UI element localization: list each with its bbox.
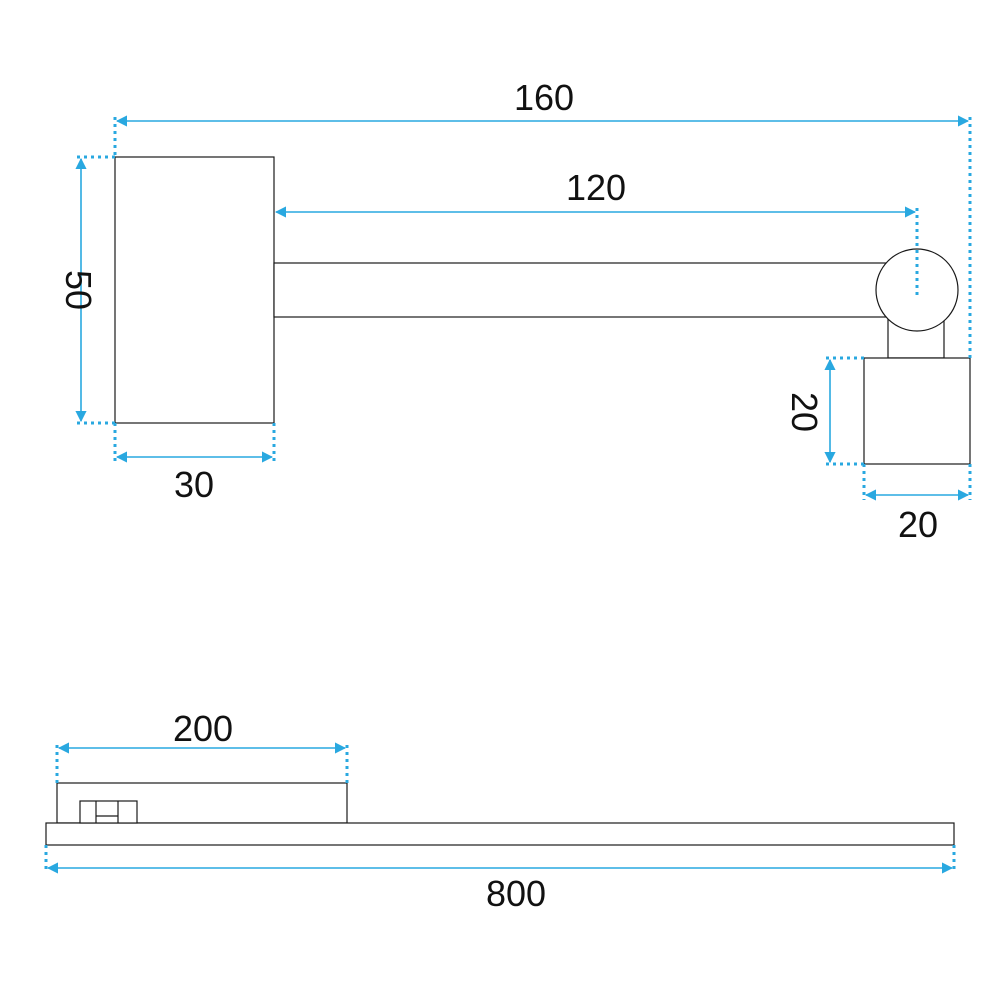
dimension-bar-length: 800: [44, 845, 956, 914]
dimension-overall-width: 160: [113, 77, 972, 358]
connector-block: [79, 800, 138, 824]
dimension-label: 20: [784, 392, 825, 432]
joint-ball: [875, 248, 959, 332]
dimension-mount-width: 30: [113, 423, 276, 505]
dimension-mount-height: 50: [58, 155, 115, 425]
dimension-label: 200: [173, 708, 233, 749]
dimension-label: 120: [566, 167, 626, 208]
dimension-label: 800: [486, 873, 546, 914]
arm-bar: [273, 262, 897, 318]
light-bar: [45, 822, 955, 846]
lamp-head-block: [863, 357, 971, 465]
dimension-mount-plate-length: 200: [55, 708, 349, 783]
dimension-head-height: 20: [784, 356, 864, 466]
top-view: [45, 782, 955, 846]
wall-mount-block: [114, 156, 275, 424]
dimension-label: 30: [174, 464, 214, 505]
dimension-arm-length: 120: [274, 167, 919, 296]
dimension-label: 50: [58, 270, 99, 310]
side-view: [114, 156, 971, 465]
dimension-head-width: 20: [862, 464, 972, 545]
dimension-label: 160: [514, 77, 574, 118]
dimension-label: 20: [898, 504, 938, 545]
